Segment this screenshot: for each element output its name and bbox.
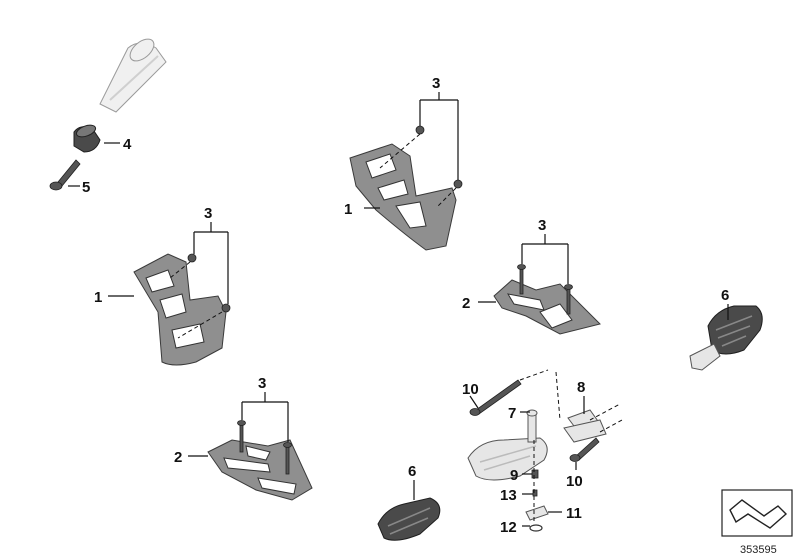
plate-screw bbox=[283, 442, 292, 475]
callout-13: 13 bbox=[500, 487, 517, 504]
heel-guard-plate-right bbox=[349, 143, 457, 251]
callout-1: 1 bbox=[344, 201, 352, 218]
pivot-bolt bbox=[469, 379, 522, 416]
reference-number: 353595 bbox=[740, 544, 777, 556]
lock-plate bbox=[525, 505, 549, 521]
callout-6: 6 bbox=[408, 463, 416, 480]
leader-lines bbox=[68, 92, 729, 527]
callout-3: 3 bbox=[538, 217, 546, 234]
callout-10: 10 bbox=[462, 381, 479, 398]
reference-box: 353595 bbox=[721, 489, 793, 556]
callout-6: 6 bbox=[721, 287, 729, 304]
callout-2: 2 bbox=[174, 449, 182, 466]
footrest-plate-right bbox=[493, 279, 601, 335]
footpeg-bottom bbox=[377, 497, 441, 541]
bar-end-screw bbox=[49, 159, 81, 191]
callout-12: 12 bbox=[500, 519, 517, 536]
callout-8: 8 bbox=[577, 379, 585, 396]
callout-5: 5 bbox=[82, 179, 90, 196]
callout-3: 3 bbox=[432, 75, 440, 92]
handlebar-grip bbox=[99, 38, 167, 113]
plate-screw bbox=[169, 253, 197, 279]
footrest-plate-left bbox=[207, 439, 313, 501]
pivot-bolt bbox=[569, 437, 600, 462]
plate-screw bbox=[177, 303, 231, 339]
footpeg-right bbox=[689, 305, 763, 371]
footpeg-pin bbox=[526, 409, 538, 443]
reference-arrow-icon bbox=[729, 499, 788, 529]
callout-3: 3 bbox=[258, 375, 266, 392]
heel-guard-plate-left bbox=[133, 253, 227, 366]
assembly-axis-lines bbox=[519, 369, 623, 524]
plate-screw bbox=[517, 264, 526, 295]
callout-1: 1 bbox=[94, 289, 102, 306]
bar-end-weight bbox=[73, 124, 101, 153]
callout-9: 9 bbox=[510, 467, 518, 484]
callout-7: 7 bbox=[508, 405, 516, 422]
callout-10: 10 bbox=[566, 473, 583, 490]
callout-4: 4 bbox=[123, 136, 132, 153]
footpeg-assembly bbox=[467, 409, 607, 481]
callout-3: 3 bbox=[204, 205, 212, 222]
plate-screw bbox=[564, 284, 573, 315]
callout-2: 2 bbox=[462, 295, 470, 312]
callout-11: 11 bbox=[566, 505, 582, 522]
spring bbox=[531, 469, 539, 479]
plate-screw bbox=[237, 420, 246, 453]
circlip bbox=[529, 524, 543, 532]
washer bbox=[532, 489, 538, 497]
